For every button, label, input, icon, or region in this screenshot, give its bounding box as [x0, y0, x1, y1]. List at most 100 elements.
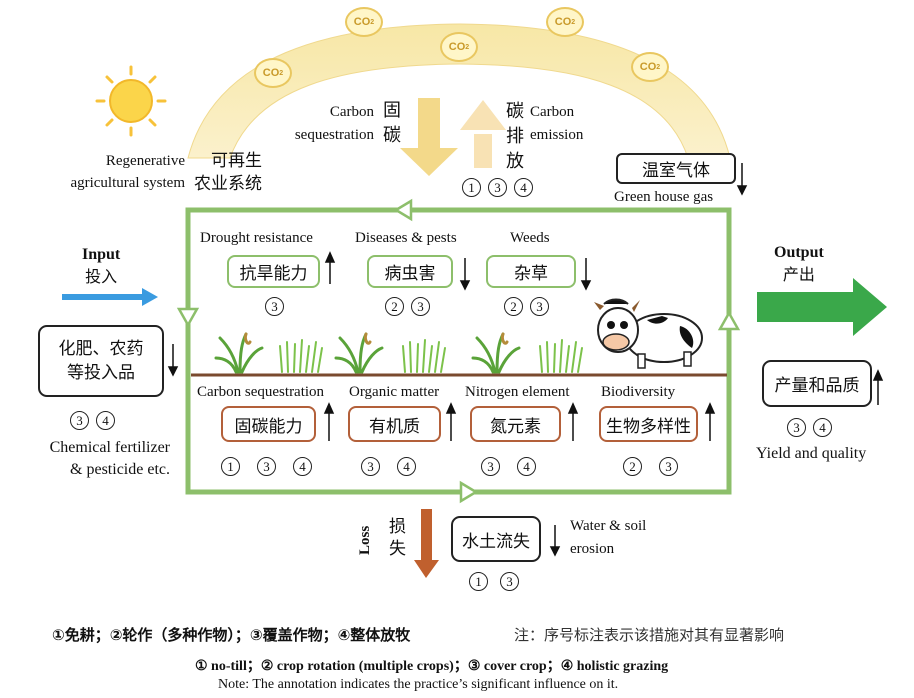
practice-marker: 4: [293, 457, 312, 476]
trend-arrows: [167, 163, 884, 557]
practice-marker: 2: [623, 457, 642, 476]
factor-label-zh: 病虫害: [384, 264, 436, 284]
emission-practices: 1 3 4: [462, 178, 540, 197]
practice-marker: 3: [787, 418, 806, 437]
practice-marker: 1: [221, 457, 240, 476]
loss-label-en: Loss: [357, 525, 373, 555]
system-frame: [185, 207, 732, 495]
chemical-inputs-label-zh-line2: 等投入品: [67, 363, 135, 383]
co2-subscript: 2: [370, 18, 375, 26]
erosion-label-zh: 水土流失: [462, 531, 530, 552]
chemical-inputs-label-zh-line1: 化肥、农药: [58, 339, 144, 359]
co2-text: CO: [353, 16, 371, 28]
chemical-inputs-box: 化肥、农药 等投入品: [38, 325, 164, 397]
factor-label-zh: 有机质: [369, 416, 420, 437]
factor-label-zh: 氮元素: [490, 416, 541, 437]
factor-label-zh: 杂草: [514, 264, 548, 284]
practice-marker: 3: [530, 297, 549, 316]
factor-label-en: Carbon sequestration: [197, 384, 325, 400]
frame-arrow-left: [176, 307, 200, 328]
input-arrow: [62, 288, 158, 306]
yield-quality-box: 产量和品质: [762, 360, 872, 407]
practice-marker: 4: [514, 178, 533, 197]
frame-arrow-top: [393, 198, 413, 222]
factor-label-en: Weeds: [510, 230, 550, 246]
erosion-practices: 1 3: [469, 572, 526, 591]
weeds-box: 杂草: [486, 255, 576, 288]
greenhouse-gas-box: 温室气体: [616, 153, 736, 184]
practice-marker: 3: [500, 572, 519, 591]
practice-marker: 4: [813, 418, 832, 437]
sequestration-arrow: [400, 98, 458, 176]
factor-label-zh: 生物多样性: [606, 416, 691, 437]
co2-text: CO: [554, 16, 572, 28]
factor-label-en: Biodiversity: [601, 384, 676, 400]
factor-label-zh: 抗旱能力: [239, 264, 308, 284]
inputs-practices: 3 4: [70, 411, 122, 430]
yield-practices: 3 4: [787, 418, 839, 437]
loss-label-zh: 损失: [389, 517, 406, 559]
factor-practices: 1 3 4: [221, 457, 319, 476]
practice-marker: 1: [469, 572, 488, 591]
carbon-emission-label-zh: 碳排放: [506, 101, 524, 172]
chemical-inputs-label-en: Chemical fertilizer& pesticide etc.: [49, 439, 170, 478]
co2-subscript: 2: [279, 69, 284, 77]
diseases-pests-box: 病虫害: [367, 255, 453, 288]
practice-marker: 4: [96, 411, 115, 430]
legend-zh: ①免耕；②轮作（多种作物）；③覆盖作物；④整体放牧: [52, 626, 411, 644]
practice-marker: 1: [462, 178, 481, 197]
note-en: Note: The annotation indicates the pract…: [218, 677, 619, 692]
practice-marker: 4: [397, 457, 416, 476]
factor-practices: 2 3: [385, 297, 437, 316]
factor-label-en: Nitrogen element: [465, 384, 570, 400]
practice-marker: 3: [361, 457, 380, 476]
output-arrow: [757, 278, 887, 336]
carbon-sequestration-label-zh: 固碳: [383, 100, 401, 146]
practice-marker: 2: [385, 297, 404, 316]
frame-arrow-bottom: [459, 480, 479, 504]
yield-quality-label-en: Yield and quality: [756, 445, 867, 462]
practice-marker: 3: [659, 457, 678, 476]
factor-label-en: Diseases & pests: [355, 230, 457, 246]
organic-matter-box: 有机质: [348, 406, 441, 442]
practice-marker: 3: [257, 457, 276, 476]
crop-icons: [214, 332, 583, 374]
co2-text: CO: [448, 41, 466, 53]
legend-en: ① no-till；② crop rotation (multiple crop…: [195, 659, 669, 674]
practice-marker: 3: [265, 297, 284, 316]
emission-arrow: [460, 100, 506, 168]
regenerative-label-zh: 可再生农业系统: [194, 151, 262, 194]
frame-arrow-right: [717, 310, 741, 331]
co2-text: CO: [262, 67, 280, 79]
co2-subscript: 2: [465, 43, 470, 51]
factor-practices: 2 3: [623, 457, 685, 476]
loss-arrow: [414, 509, 439, 578]
practice-marker: 3: [411, 297, 430, 316]
cow-icon: [594, 298, 703, 369]
practice-marker: 3: [488, 178, 507, 197]
factor-label-en: Drought resistance: [200, 230, 313, 246]
factor-label-zh: 固碳能力: [234, 416, 303, 437]
factor-label-en: Organic matter: [349, 384, 440, 400]
input-label: Input 投入: [82, 246, 121, 286]
sun-icon: [95, 65, 167, 137]
practice-marker: 3: [70, 411, 89, 430]
factor-practices: 3 4: [361, 457, 423, 476]
co2-subscript: 2: [571, 18, 576, 26]
note-zh: 注：序号标注表示该措施对其有显著影响: [514, 626, 785, 644]
biodiversity-box: 生物多样性: [599, 406, 698, 442]
practice-marker: 2: [504, 297, 523, 316]
drought-resistance-box: 抗旱能力: [227, 255, 320, 288]
greenhouse-gas-label-zh: 温室气体: [642, 161, 710, 181]
yield-quality-label-zh: 产量和品质: [774, 376, 860, 396]
factor-practices: 3 4: [481, 457, 543, 476]
